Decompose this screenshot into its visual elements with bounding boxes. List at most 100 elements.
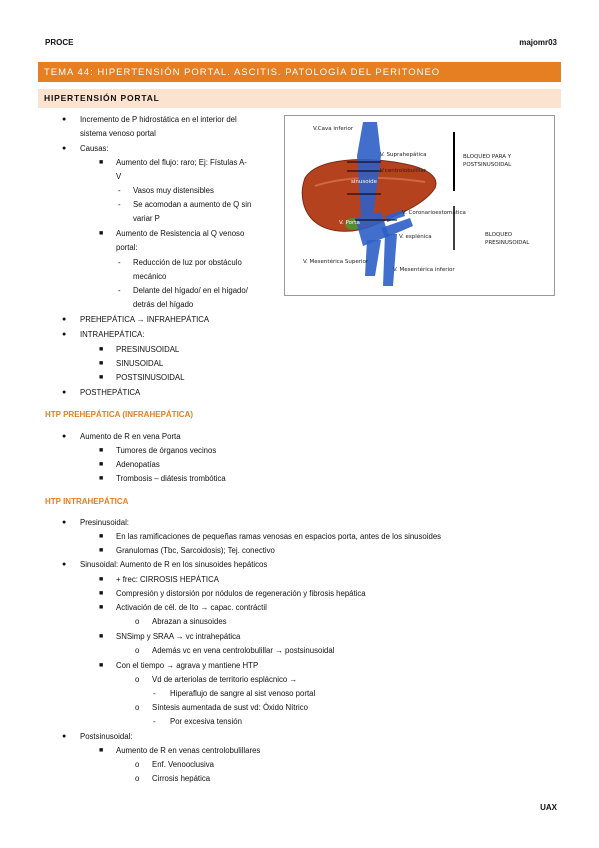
intra-line: Vd de arteriolas de territorio esplácnic…	[152, 675, 298, 684]
intro-line: Causas:	[80, 144, 109, 153]
intro-line: Aumento de Resistencia al Q venoso	[116, 229, 245, 238]
bullet-square: ■	[99, 533, 104, 540]
bullet-square: ■	[99, 590, 104, 597]
intra-line: + frec: CIRROSIS HEPÁTICA	[116, 575, 219, 584]
bullet-dot: ●	[62, 733, 67, 740]
intro-line: V	[116, 172, 122, 181]
bullet-square: ■	[99, 346, 104, 353]
bullet-dot: ●	[62, 316, 67, 323]
bullet-square: ■	[99, 662, 104, 669]
intro-line: PREHEPÁTICA → INFRAHEPÁTICA	[80, 315, 210, 324]
intra-line: Con el tiempo → agrava y mantiene HTP	[116, 661, 259, 670]
intro-line: INTRAHEPÁTICA:	[80, 330, 145, 339]
splenic-vein-shape	[381, 218, 413, 238]
intra-line: SNSimp y SRAA → vc intrahepática	[116, 632, 241, 641]
bullet-square: ■	[99, 159, 104, 166]
bullet-circle: o	[135, 646, 140, 655]
label-bloqueo-pre-1: BLOQUEO	[485, 232, 513, 238]
bullet-dash: -	[153, 689, 156, 698]
bullet-square: ■	[99, 747, 104, 754]
label-coronario: V. Coronarioestomática	[402, 210, 466, 216]
intra-line: Granulomas (Tbc, Sarcoidosis); Tej. cone…	[116, 546, 275, 555]
bullet-circle: o	[135, 760, 140, 769]
pre-line: Aumento de R en vena Porta	[80, 432, 181, 441]
bullet-dot: ●	[62, 519, 67, 526]
bullet-square: ■	[99, 461, 104, 468]
intra-line: Además vc en vena centrolobulillar → pos…	[152, 646, 335, 655]
intra-line: Presinusoidal:	[80, 518, 129, 527]
bullet-dash: -	[153, 717, 156, 726]
bullet-dash: -	[118, 186, 121, 195]
bullet-square: ■	[99, 360, 104, 367]
intro-line: Incremento de P hidrostática en el inter…	[80, 115, 237, 124]
intro-line: Aumento del flujo: raro; Ej: Fístulas A-	[116, 158, 247, 167]
intro-line: Vasos muy distensibles	[133, 186, 214, 195]
header-subject: PROCE	[45, 38, 74, 47]
pre-line: Adenopatías	[116, 460, 160, 469]
intra-line: Abrazan a sinusoides	[152, 617, 227, 626]
intro-line: Delante del hígado/ en el hígado/	[133, 286, 248, 295]
intro-line: Reducción de luz por obstáculo	[133, 258, 242, 267]
intra-line: Activación de cél. de Ito → capac. contr…	[116, 603, 267, 612]
vena-cava-shape	[357, 122, 381, 216]
intro-line: POSTSINUSOIDAL	[116, 373, 185, 382]
bullet-square: ■	[99, 447, 104, 454]
bullet-square: ■	[99, 475, 104, 482]
section-title: HIPERTENSIÓN PORTAL	[38, 89, 561, 108]
label-suprahepatica: V. Suprahepática	[380, 152, 427, 158]
portal-system-figure: V.Cava inferior V. Suprahepática V.centr…	[284, 115, 555, 296]
bullet-circle: o	[135, 617, 140, 626]
intro-line: SINUSOIDAL	[116, 359, 164, 368]
label-bloqueo-post-1: BLOQUEO PARA Y	[463, 154, 512, 160]
bullet-square: ■	[99, 604, 104, 611]
bullet-square: ■	[99, 633, 104, 640]
intra-line: Por excesiva tensión	[170, 717, 242, 726]
bullet-circle: o	[135, 703, 140, 712]
intro-line: detrás del hígado	[133, 300, 194, 309]
label-bloqueo-post-2: POSTSINUSOIDAL	[463, 162, 512, 168]
intro-line: sistema venoso portal	[80, 129, 156, 138]
intro-line: PRESINUSOIDAL	[116, 345, 180, 354]
intro-line: Se acomodan a aumento de Q sin	[133, 200, 252, 209]
intro-line: mecánico	[133, 272, 167, 281]
subsection-title-pre: HTP PREHEPÁTICA (INFRAHEPÁTICA)	[45, 410, 194, 419]
intra-line: En las ramificaciones de pequeñas ramas …	[116, 532, 442, 541]
intro-line: variar P	[133, 214, 160, 223]
label-bloqueo-pre-2: PRESINUSOIDAL	[485, 240, 530, 246]
portal-diagram	[301, 122, 455, 286]
intra-line: Enf. Venooclusiva	[152, 760, 214, 769]
bullet-square: ■	[99, 576, 104, 583]
pre-line: Tumores de órganos vecinos	[116, 446, 217, 455]
bullet-dot: ●	[62, 389, 67, 396]
intra-line: Aumento de R en venas centrolobulillares	[116, 746, 261, 755]
topic-title: TEMA 44: HIPERTENSIÓN PORTAL. ASCITIS. P…	[38, 62, 561, 82]
bullet-circle: o	[135, 774, 140, 783]
bullet-dot: ●	[62, 561, 67, 568]
intra-line: Hiperaflujo de sangre al sist venoso por…	[170, 689, 316, 698]
bullet-dot: ●	[62, 433, 67, 440]
intra-line: Postsinusoidal:	[80, 732, 133, 741]
label-sinusoide: sinusoide	[351, 179, 377, 185]
bullet-dot: ●	[62, 331, 67, 338]
intro-line: POSTHEPÁTICA	[80, 388, 141, 397]
bullet-dash: -	[118, 200, 121, 209]
label-porta: V. Porta	[339, 220, 360, 226]
mesenteric-inferior-shape	[383, 234, 397, 286]
label-mesenterica-superior: V. Mesentérica Superior	[303, 259, 369, 265]
bullet-dot: ●	[62, 116, 67, 123]
label-vena-cava: V.Cava inferior	[313, 126, 354, 132]
bullet-square: ■	[99, 374, 104, 381]
bullet-square: ■	[99, 547, 104, 554]
bullet-dot: ●	[62, 145, 67, 152]
pre-line: Trombosis – diátesis trombótica	[116, 474, 226, 483]
intra-line: Sinusoidal: Aumento de R en los sinusoid…	[80, 560, 268, 569]
intra-line: Cirrosis hepática	[152, 774, 211, 783]
footer-institution: UAX	[540, 803, 557, 812]
label-mesenterica-inferior: V. Mesentérica inferior	[393, 267, 455, 273]
header-author: majomr03	[519, 38, 557, 47]
label-esplenica: V. esplénica	[399, 234, 432, 240]
mesenteric-superior-shape	[365, 240, 381, 276]
intra-line: Compresión y distorsión por nódulos de r…	[116, 589, 366, 598]
bullet-circle: o	[135, 675, 140, 684]
label-centrolobulillar: V.centrolobulillar	[380, 168, 426, 174]
